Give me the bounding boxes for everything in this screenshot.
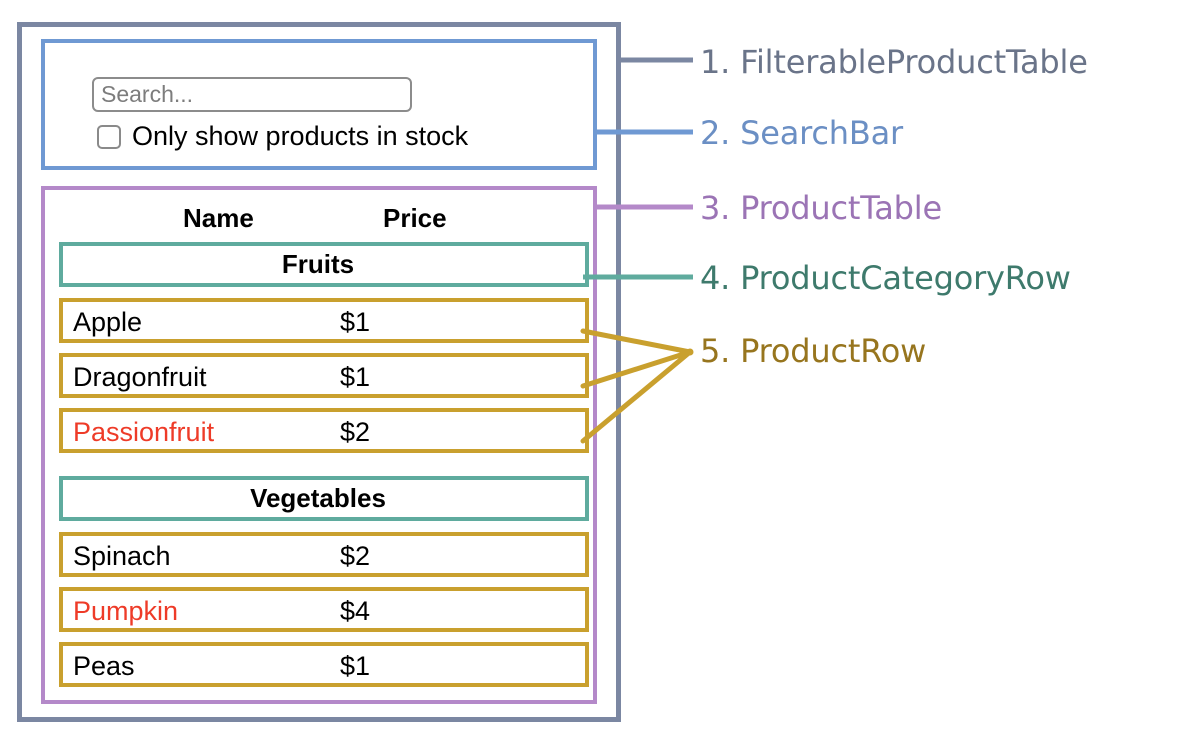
product-category-row: Fruits: [59, 242, 589, 287]
legend-item-product-row: 5. ProductRow: [700, 332, 927, 370]
product-price: $1: [340, 362, 371, 392]
product-price: $1: [340, 307, 371, 337]
product-row: Pumpkin $4: [59, 587, 589, 632]
product-name: Apple: [73, 307, 143, 337]
product-table-frame: Name Price Fruits Apple $1 Dragonfruit $…: [41, 186, 597, 704]
product-price: $4: [340, 596, 371, 626]
table-header-row: Name Price: [59, 195, 583, 242]
legend-item-product-category-row: 4. ProductCategoryRow: [700, 259, 1071, 297]
legend-item-filterable-product-table: 1. FilterableProductTable: [700, 43, 1088, 81]
legend-item-search-bar: 2. SearchBar: [700, 114, 903, 152]
product-name: Dragonfruit: [73, 362, 207, 392]
product-category-row: Vegetables: [59, 476, 589, 521]
product-table: Name Price Fruits Apple $1 Dragonfruit $…: [59, 195, 589, 697]
in-stock-checkbox-label: Only show products in stock: [132, 121, 469, 151]
product-price: $2: [340, 541, 371, 571]
category-label: Fruits: [281, 249, 355, 279]
product-name: Spinach: [73, 541, 171, 571]
column-header-name: Name: [183, 203, 254, 233]
product-name: Passionfruit: [73, 417, 215, 447]
search-input[interactable]: [92, 77, 412, 112]
product-price: $2: [340, 417, 371, 447]
product-row: Spinach $2: [59, 532, 589, 577]
in-stock-checkbox[interactable]: [97, 124, 121, 149]
column-header-price: Price: [383, 203, 447, 233]
product-row: Passionfruit $2: [59, 408, 589, 453]
product-name: Peas: [73, 651, 135, 681]
leader-line-5-joint: [686, 348, 694, 356]
category-spacer: [59, 463, 583, 476]
product-price: $1: [340, 651, 371, 681]
category-label: Vegetables: [250, 483, 386, 513]
product-row: Dragonfruit $1: [59, 353, 589, 398]
product-row: Apple $1: [59, 298, 589, 343]
search-bar-frame: Only show products in stock: [41, 39, 597, 170]
legend-item-product-table: 3. ProductTable: [700, 189, 942, 227]
product-row: Peas $1: [59, 642, 589, 687]
product-name: Pumpkin: [73, 596, 179, 626]
in-stock-filter-row[interactable]: Only show products in stock: [97, 123, 468, 150]
